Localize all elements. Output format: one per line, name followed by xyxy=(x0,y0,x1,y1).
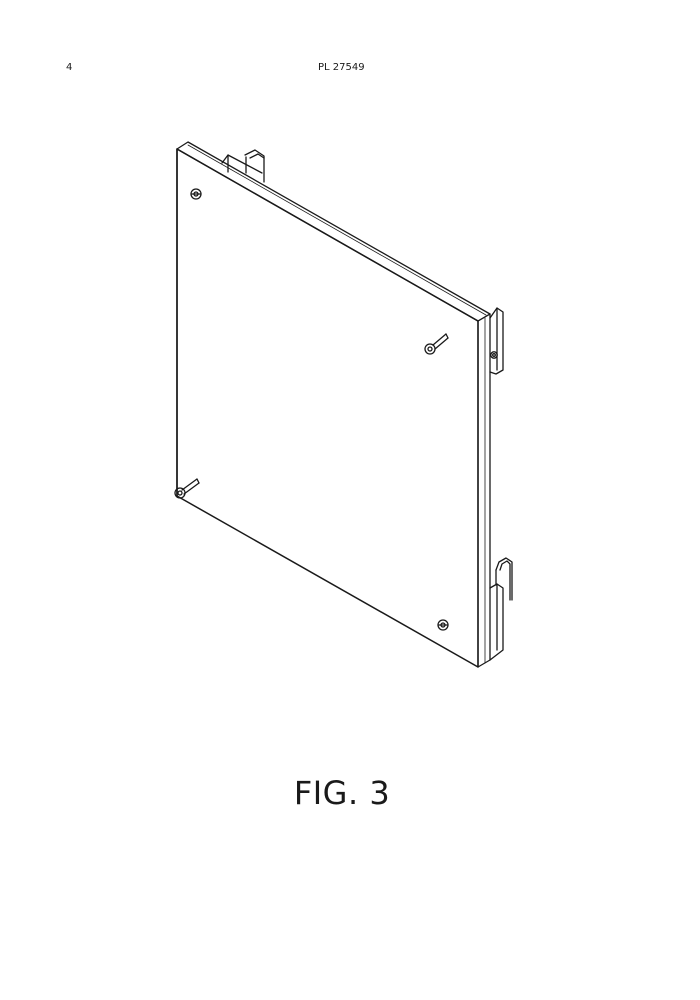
bolt-lower-left xyxy=(174,478,200,499)
side-rail xyxy=(489,307,504,661)
patent-drawing xyxy=(150,140,530,680)
lower-hook xyxy=(495,557,513,601)
panel-top-edge xyxy=(176,141,491,322)
figure-caption: FIG. 3 xyxy=(293,774,391,812)
panel-right-edge xyxy=(477,313,491,668)
document-id: PL 27549 xyxy=(318,62,365,73)
page-number: 4 xyxy=(66,62,73,73)
panel-front-face xyxy=(176,148,479,668)
bolt-bottom-right xyxy=(437,619,449,631)
panel-illustration xyxy=(174,141,513,668)
bolt-upper-right xyxy=(424,333,449,355)
bolt-top-left xyxy=(190,188,202,200)
top-bracket xyxy=(221,149,265,183)
